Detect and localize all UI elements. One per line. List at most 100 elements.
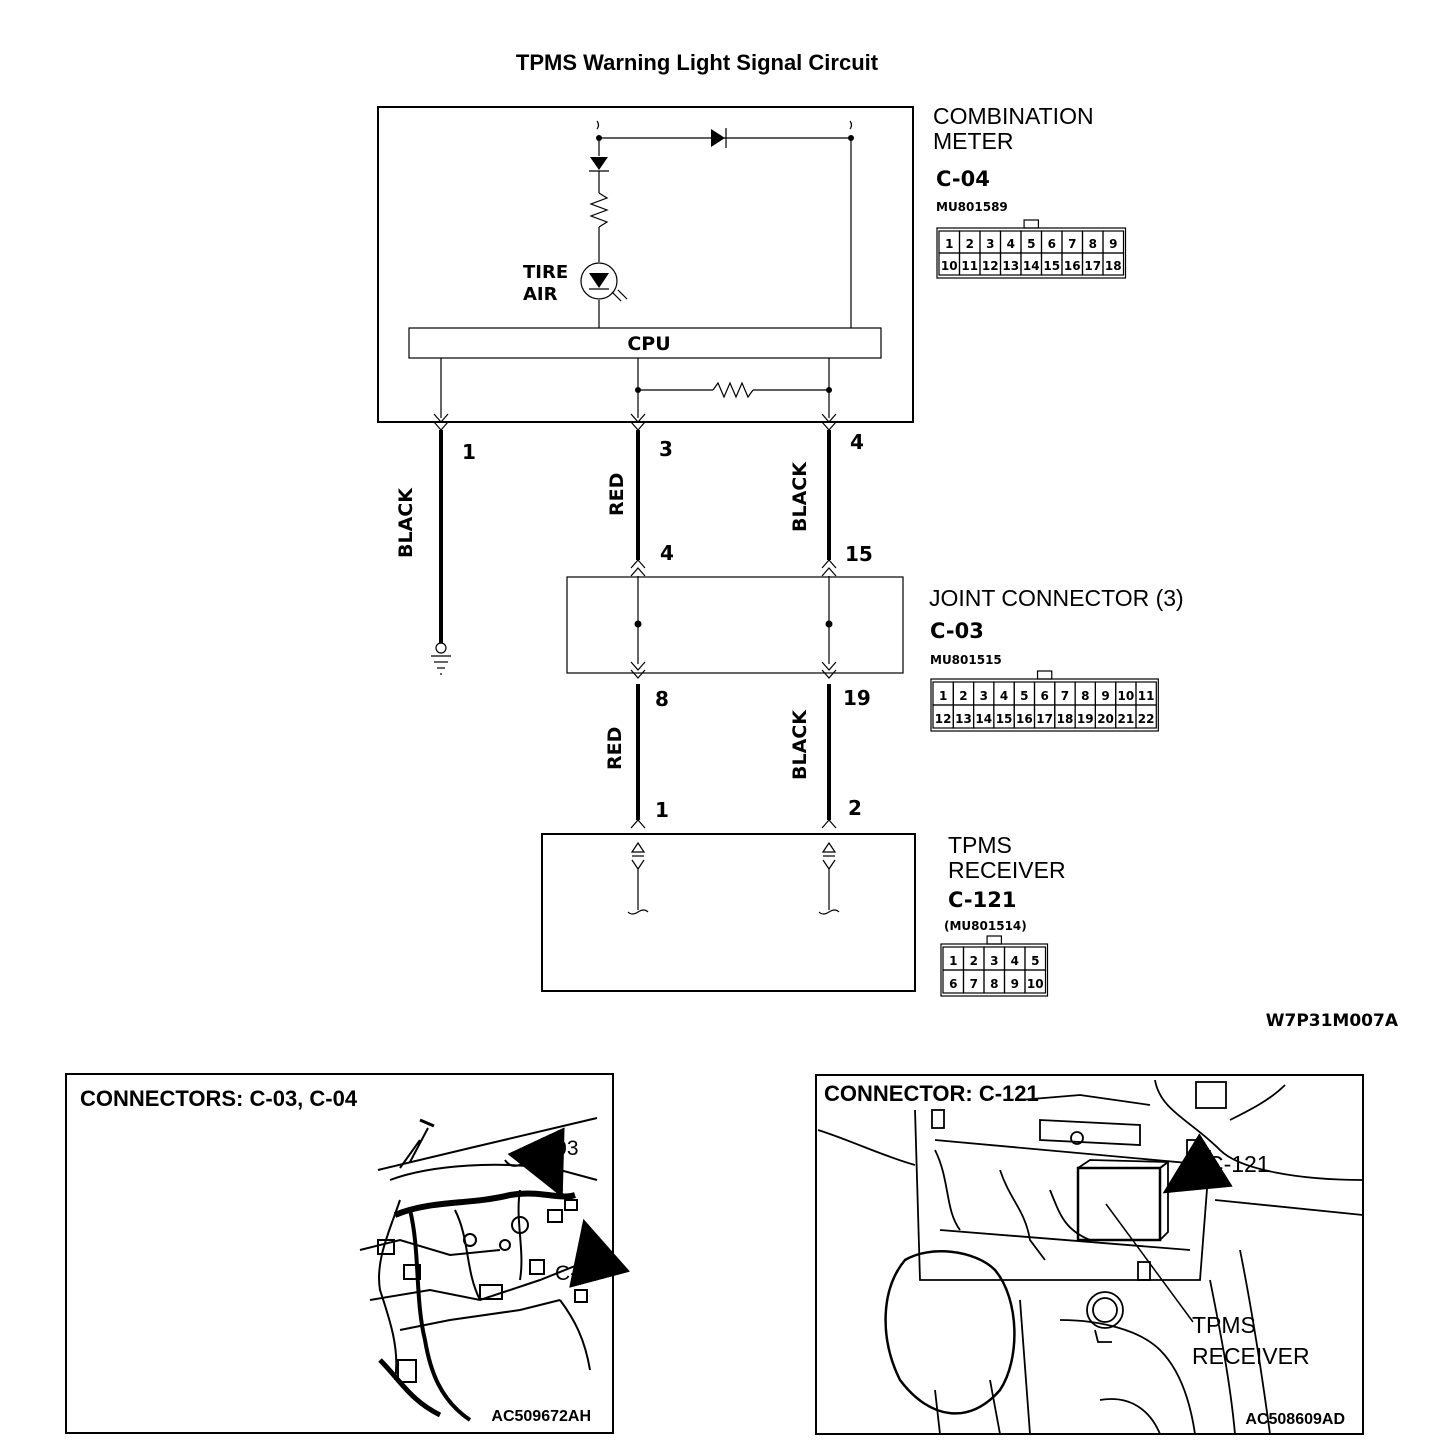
panel-right-title: CONNECTOR: C-121 <box>824 1081 1039 1106</box>
panel-left-code: AC509672AH <box>491 1408 591 1425</box>
diagram-title: TPMS Warning Light Signal Circuit <box>516 50 879 75</box>
tpms-receiver-unit <box>1076 1166 1162 1242</box>
joint-pin-bottom-left: 8 <box>655 687 669 711</box>
connector-pin-number: 1 <box>939 689 947 703</box>
connector-location-panel-left <box>65 1073 631 1434</box>
panel-right-code: AC508609AD <box>1245 1411 1345 1428</box>
connector-pin-number: 12 <box>935 712 952 726</box>
connector-pin-number: 9 <box>1109 237 1117 251</box>
connector-pin-number: 6 <box>1040 689 1048 703</box>
joint-pin-top-left: 4 <box>660 541 674 565</box>
connector-pin-number: 21 <box>1117 712 1134 726</box>
connector-pin-number: 8 <box>1081 689 1089 703</box>
diode-symbol <box>589 157 609 172</box>
receiver-pin-2: 2 <box>848 796 862 820</box>
connector-location-panel-right <box>815 1074 1364 1435</box>
connector-pin-number: 5 <box>1027 237 1035 251</box>
panel-right-label-c121: C-121 <box>1207 1151 1270 1177</box>
joint-pin-bottom-right: 19 <box>843 686 871 710</box>
connector-pin-number: 3 <box>990 954 998 968</box>
connector-pin-number: 15 <box>996 712 1013 726</box>
connector-pin-number: 6 <box>1048 237 1056 251</box>
joint-connector-box <box>566 559 904 679</box>
connector-pin-number: 7 <box>1068 237 1076 251</box>
panel-left-label-c04: C-04 <box>555 1262 601 1285</box>
wire-color-red-3: RED <box>606 473 628 516</box>
connector-pin-number: 10 <box>1117 689 1134 703</box>
joint-pin-top-right: 15 <box>845 542 873 566</box>
connector-id-c03: C-03 <box>930 619 984 643</box>
connector-pin-number: 18 <box>1105 259 1122 273</box>
panel-right-label-receiver-2: RECEIVER <box>1192 1343 1310 1369</box>
connector-pin-number: 9 <box>1011 977 1019 991</box>
connector-pin-number: 2 <box>966 237 974 251</box>
connector-pin-number: 7 <box>970 977 978 991</box>
connector-pin-number: 16 <box>1016 712 1033 726</box>
connector-pin-number: 4 <box>1011 954 1019 968</box>
lamp-label-air: AIR <box>523 284 558 305</box>
connector-pin-number: 3 <box>986 237 994 251</box>
cpu-label: CPU <box>627 333 670 355</box>
tire-air-warning-lamp-icon <box>580 262 628 302</box>
terminal-3-label: 3 <box>659 437 673 461</box>
wire-color-black-1: BLACK <box>395 487 417 558</box>
part-number-c04: MU801589 <box>936 200 1008 214</box>
connector-pin-number: 11 <box>1138 689 1155 703</box>
panel-left-label-c03: C-03 <box>533 1137 579 1160</box>
receiver-pin-1: 1 <box>655 798 669 822</box>
connector-pin-number: 10 <box>941 259 958 273</box>
combination-meter-name-1: COMBINATION <box>933 103 1094 129</box>
connector-pin-number: 4 <box>1000 689 1008 703</box>
connector-pin-number: 18 <box>1057 712 1074 726</box>
ground-icon <box>431 642 451 675</box>
wire-color-black-4: BLACK <box>789 461 811 532</box>
connector-pin-number: 10 <box>1027 977 1044 991</box>
connector-id-c04: C-04 <box>936 167 990 191</box>
resistor-symbol <box>589 192 609 228</box>
connector-pin-number: 20 <box>1097 712 1114 726</box>
connector-pin-number: 22 <box>1138 712 1155 726</box>
cpu-block <box>408 327 882 359</box>
combination-meter-name-2: METER <box>933 128 1014 154</box>
connector-pin-number: 14 <box>1023 259 1040 273</box>
connector-pin-number: 17 <box>1084 259 1101 273</box>
part-number-c03: MU801515 <box>930 653 1002 667</box>
connector-pin-number: 5 <box>1031 954 1039 968</box>
connector-pin-number: 13 <box>1002 259 1019 273</box>
terminal-4-label: 4 <box>850 430 864 454</box>
tpms-receiver-name-1: TPMS <box>948 832 1012 858</box>
connector-id-c121: C-121 <box>948 888 1016 912</box>
connector-pin-number: 12 <box>982 259 999 273</box>
dashboard-harness-illustration <box>359 1117 598 1422</box>
wire-color-black-19: BLACK <box>789 709 811 780</box>
terminal-1-label: 1 <box>462 440 476 464</box>
connector-pin-number: 2 <box>959 689 967 703</box>
joint-connector-name: JOINT CONNECTOR (3) <box>929 585 1184 611</box>
tpms-receiver-box <box>541 819 916 992</box>
diode-symbol <box>711 128 727 148</box>
connector-pin-number: 19 <box>1077 712 1094 726</box>
connector-pin-number: 11 <box>961 259 978 273</box>
connector-pin-number: 5 <box>1020 689 1028 703</box>
part-number-c121: (MU801514) <box>944 919 1027 933</box>
wire-color-red-8: RED <box>604 727 626 770</box>
connector-pin-number: 16 <box>1064 259 1081 273</box>
console-illustration <box>817 1079 1364 1435</box>
tpms-receiver-name-2: RECEIVER <box>948 857 1066 883</box>
connector-pin-number: 7 <box>1061 689 1069 703</box>
resistor-symbol <box>712 381 754 399</box>
connector-pin-number: 15 <box>1043 259 1060 273</box>
lamp-label-tire: TIRE <box>523 262 568 283</box>
connector-pin-number: 1 <box>949 954 957 968</box>
connector-pin-number: 13 <box>955 712 972 726</box>
connector-pin-number: 14 <box>975 712 992 726</box>
connector-pin-number: 9 <box>1101 689 1109 703</box>
connector-pin-number: 4 <box>1007 237 1015 251</box>
connector-pin-number: 2 <box>970 954 978 968</box>
connector-pin-number: 1 <box>945 237 953 251</box>
connector-pin-number: 3 <box>980 689 988 703</box>
